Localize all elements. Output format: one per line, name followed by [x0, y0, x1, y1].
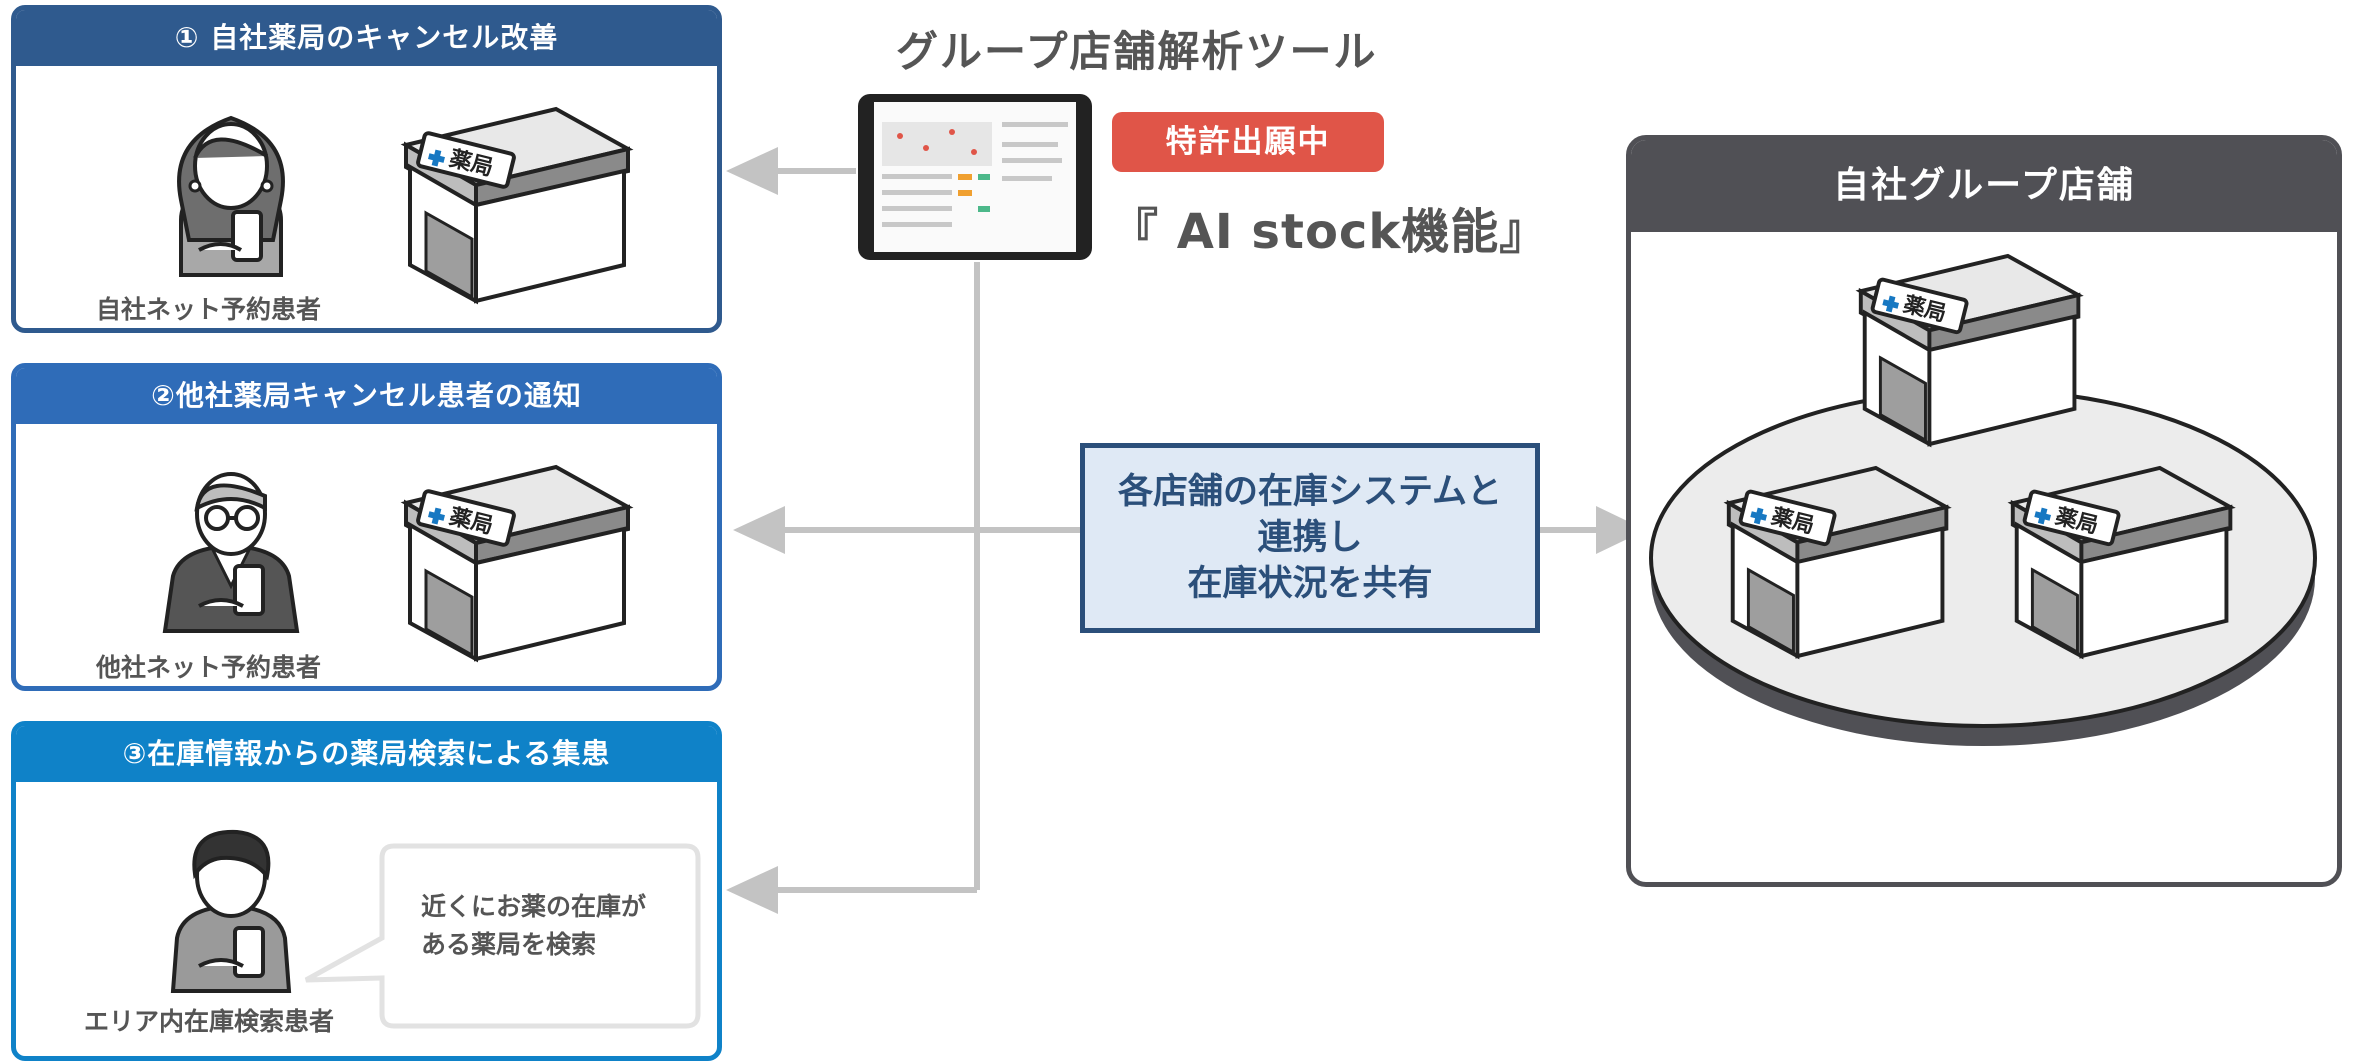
woman-with-phone-icon: [177, 115, 285, 277]
feature-name: 『 AI stock機能』: [1110, 204, 1549, 260]
panel-area-search: ③在庫情報からの薬局検索による集患 エリア内在庫検索患者 近くにお薬の在庫が あ…: [11, 721, 722, 1061]
man-with-glasses-phone-icon: [162, 472, 300, 633]
arrow-to-panel2: [733, 506, 785, 554]
group-panel-title: 自社グループ店舗: [1631, 140, 2337, 232]
young-person-with-phone-icon: [170, 829, 292, 993]
patent-pending-badge: 特許出願中: [1112, 112, 1384, 172]
pharmacy-store-icon: 薬局: [400, 464, 634, 663]
arrow-to-panel1: [726, 147, 778, 195]
speech-bubble: [304, 843, 701, 1029]
pharmacy-store-icon: 薬局: [1855, 253, 2084, 448]
tool-title: グループ店舗解析ツール: [896, 27, 1378, 76]
panel-other-pharmacy: ②他社薬局キャンセル患者の通知 他社ネット予約患者 薬局: [11, 363, 722, 691]
person-label: エリア内在庫検索患者: [84, 1007, 335, 1036]
person-label: 他社ネット予約患者: [96, 653, 322, 682]
arrow-to-group: [1596, 506, 1646, 554]
tablet-dashboard-icon: [858, 94, 1092, 260]
group-stores-illustration: 薬局 薬局 薬局: [1649, 253, 2317, 746]
arrow-to-panel3: [726, 866, 778, 914]
panel-title: ③在庫情報からの薬局検索による集患: [16, 726, 717, 782]
pharmacy-store-icon: 薬局: [1723, 465, 1952, 660]
bubble-text: 近くにお薬の在庫が ある薬局を検索: [421, 892, 647, 959]
inventory-sharing-box: 各店舗の在庫システムと 連携し 在庫状況を共有: [1080, 443, 1540, 633]
panel-title: ②他社薬局キャンセル患者の通知: [16, 368, 717, 424]
pharmacy-store-icon: 薬局: [400, 106, 634, 305]
person-label: 自社ネット予約患者: [96, 295, 322, 324]
pharmacy-store-icon: 薬局: [2007, 465, 2236, 660]
group-stores-panel: 自社グループ店舗 薬局 薬局: [1626, 135, 2342, 887]
panel-own-pharmacy: ① 自社薬局のキャンセル改善 自社ネット予約患者 薬局: [11, 5, 722, 333]
panel-title: ① 自社薬局のキャンセル改善: [16, 10, 717, 66]
